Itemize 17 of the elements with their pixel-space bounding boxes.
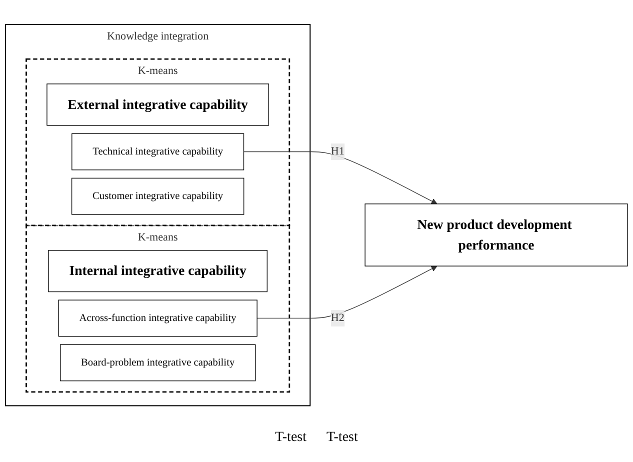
arrow	[243, 151, 438, 204]
node-box: Internal integrative capability	[48, 250, 268, 292]
node-box: New product development performance	[364, 203, 628, 266]
cluster	[26, 58, 290, 226]
cluster	[26, 224, 290, 392]
node-box: Across-function integrative capability	[58, 300, 258, 337]
test-label: T-test	[326, 430, 358, 446]
node-box: External integrative capability	[46, 83, 270, 126]
node-label: K-means	[138, 65, 178, 77]
node-box: Technical integrative capability	[72, 133, 244, 170]
edge-label: H2	[330, 312, 344, 324]
edge-label: H1	[330, 145, 344, 158]
arrow	[256, 266, 438, 318]
node-box: Board-problem integrative capability	[60, 344, 256, 382]
node-box: Customer integrative capability	[71, 178, 244, 215]
node-label: K-means	[138, 232, 178, 244]
test-label: T-test	[275, 430, 306, 446]
